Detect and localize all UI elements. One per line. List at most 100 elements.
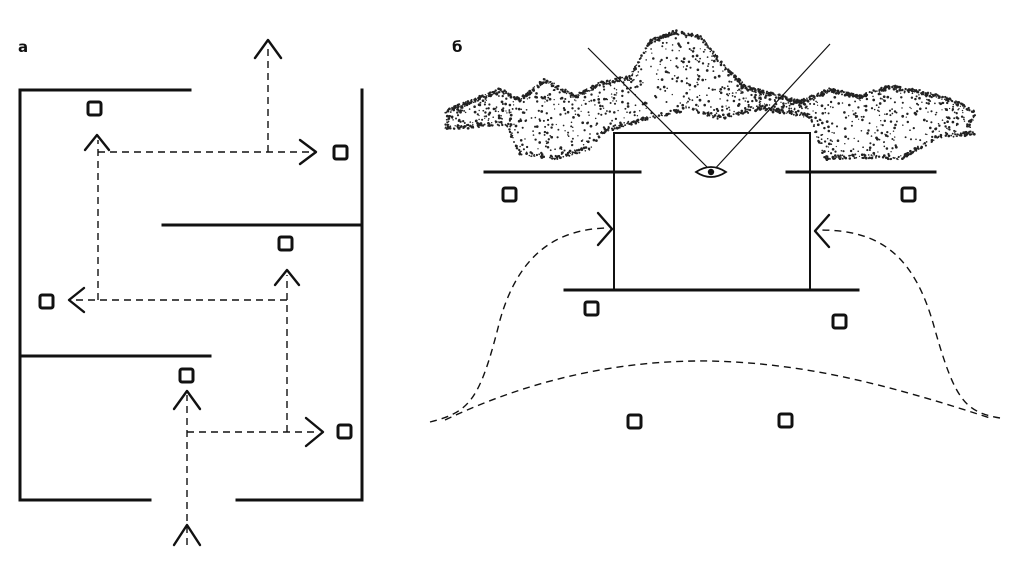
- foliage-dot: [526, 98, 529, 100]
- foliage-dot: [595, 139, 598, 142]
- foliage-dot: [760, 107, 763, 109]
- foliage-dot: [957, 117, 960, 120]
- foliage-dot: [734, 78, 737, 81]
- foliage-dot: [877, 92, 881, 96]
- foliage-dot: [719, 63, 723, 67]
- foliage-dot: [726, 99, 729, 102]
- foliage-dot: [878, 90, 880, 93]
- foliage-dot: [870, 107, 874, 110]
- foliage-dot: [824, 107, 827, 110]
- square-post-icon: [501, 186, 518, 203]
- foliage-dot: [657, 69, 659, 71]
- foliage-dot: [716, 117, 719, 120]
- foliage-dot: [792, 113, 795, 116]
- foliage-dot: [509, 113, 513, 117]
- foliage-dot: [928, 94, 932, 98]
- foliage-dot: [685, 105, 687, 108]
- foliage-dot: [566, 110, 570, 114]
- foliage-dot: [698, 94, 701, 97]
- foliage-dot: [797, 109, 800, 113]
- foliage-dot: [574, 96, 577, 99]
- foliage-dot: [829, 106, 832, 108]
- foliage-dot: [631, 73, 634, 75]
- foliage-dot: [590, 89, 592, 92]
- foliage-dot: [624, 107, 627, 110]
- foliage-dot: [545, 112, 548, 115]
- foliage-dot: [466, 126, 470, 130]
- foliage-dot: [639, 83, 643, 86]
- square-post-icon: [178, 367, 195, 384]
- foliage-dot: [758, 94, 761, 96]
- foliage-dot: [507, 122, 510, 126]
- foliage-dot: [559, 97, 562, 100]
- foliage-dot: [909, 129, 911, 132]
- foliage-dot: [864, 156, 868, 160]
- foliage-dot: [895, 88, 897, 90]
- foliage-dot: [851, 120, 853, 123]
- foliage-dot: [711, 55, 713, 57]
- foliage-dot: [563, 149, 566, 152]
- foliage-dot: [532, 88, 535, 91]
- foliage-dot: [853, 137, 855, 140]
- foliage-dot: [840, 149, 843, 152]
- foliage-dot: [939, 102, 943, 106]
- foliage-dot: [944, 125, 947, 128]
- foliage-dot: [686, 34, 688, 37]
- foliage-dot: [943, 96, 945, 98]
- foliage-dot: [561, 88, 564, 92]
- foliage-dot: [660, 78, 664, 81]
- foliage-dot: [940, 136, 943, 139]
- foliage-dot: [566, 152, 569, 155]
- foliage-dot: [626, 102, 630, 105]
- foliage-dot: [854, 114, 857, 117]
- foliage-dot: [462, 101, 465, 105]
- foliage-dot: [459, 120, 462, 123]
- foliage-dot: [583, 89, 586, 92]
- arrowhead-icon: [273, 268, 301, 287]
- foliage-dot: [852, 155, 855, 158]
- foliage-dot: [589, 133, 591, 135]
- foliage-dot: [718, 90, 721, 93]
- foliage-dot: [868, 91, 871, 94]
- foliage-dot: [914, 112, 916, 114]
- foliage-dot: [744, 107, 747, 110]
- foliage-dot: [864, 108, 868, 112]
- foliage-dot: [954, 133, 957, 136]
- foliage-dot: [586, 140, 590, 144]
- foliage-dot: [810, 120, 814, 123]
- arrowhead-icon: [304, 416, 325, 448]
- foliage-dot: [519, 145, 521, 148]
- foliage-dot: [525, 152, 528, 155]
- foliage-dot: [843, 157, 846, 159]
- foliage-dot: [764, 95, 767, 98]
- approach-arrows: [596, 211, 831, 249]
- foliage-dot: [721, 109, 724, 112]
- foliage-dot: [682, 57, 686, 61]
- foliage-dot: [699, 48, 701, 50]
- foliage-dot: [942, 101, 945, 104]
- foliage-dot: [807, 116, 811, 119]
- foliage-dot: [785, 102, 787, 105]
- foliage-dot: [678, 44, 681, 47]
- foliage-dot: [615, 94, 617, 96]
- foliage-dot: [959, 133, 963, 137]
- foliage-dot: [947, 134, 951, 138]
- foliage-dot: [759, 102, 761, 105]
- foliage-dot: [938, 124, 941, 127]
- foliage-dot: [543, 130, 547, 134]
- foliage-dot: [768, 92, 771, 94]
- foliage-dot: [824, 156, 827, 159]
- foliage-dot: [645, 107, 647, 110]
- foliage-dot: [580, 147, 583, 150]
- foliage-dot: [774, 96, 778, 99]
- foliage-dot: [728, 80, 731, 83]
- foliage-dot: [889, 120, 893, 123]
- arrowhead-icon: [172, 389, 202, 411]
- foliage-dot: [718, 114, 722, 118]
- foliage-dot: [774, 94, 776, 96]
- foliage-dot: [533, 155, 536, 157]
- foliage-dot: [631, 79, 634, 82]
- foliage-dot: [800, 98, 804, 102]
- foliage-dot: [972, 110, 975, 114]
- foliage-dot: [901, 114, 905, 118]
